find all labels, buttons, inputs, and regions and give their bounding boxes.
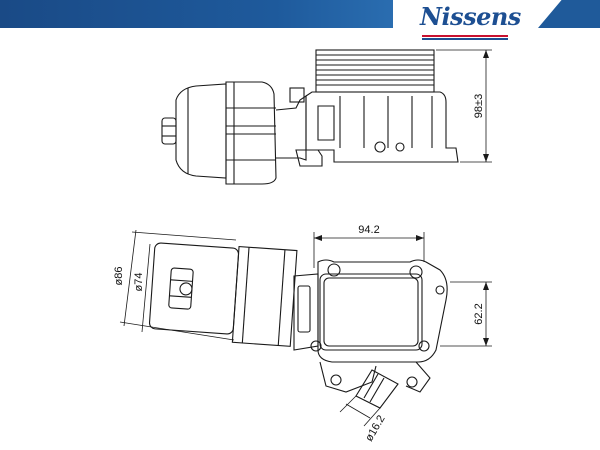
header-banner-left bbox=[0, 0, 393, 28]
brand-logo-stripes bbox=[422, 35, 508, 41]
top-view bbox=[161, 49, 492, 185]
dim-pipe-diameter: ø16.2 bbox=[363, 413, 387, 443]
dim-height-top: 98±3 bbox=[473, 94, 485, 118]
bottom-view bbox=[119, 229, 492, 427]
dim-width-cooler: 94.2 bbox=[358, 224, 379, 236]
brand-logo-text: Nissens bbox=[420, 2, 521, 31]
dim-diameter-inner: ø74 bbox=[133, 273, 145, 292]
dim-height-cooler: 62.2 bbox=[473, 303, 485, 324]
dim-diameter-outer: ø86 bbox=[113, 267, 125, 286]
brand-logo: Nissens bbox=[420, 2, 530, 42]
